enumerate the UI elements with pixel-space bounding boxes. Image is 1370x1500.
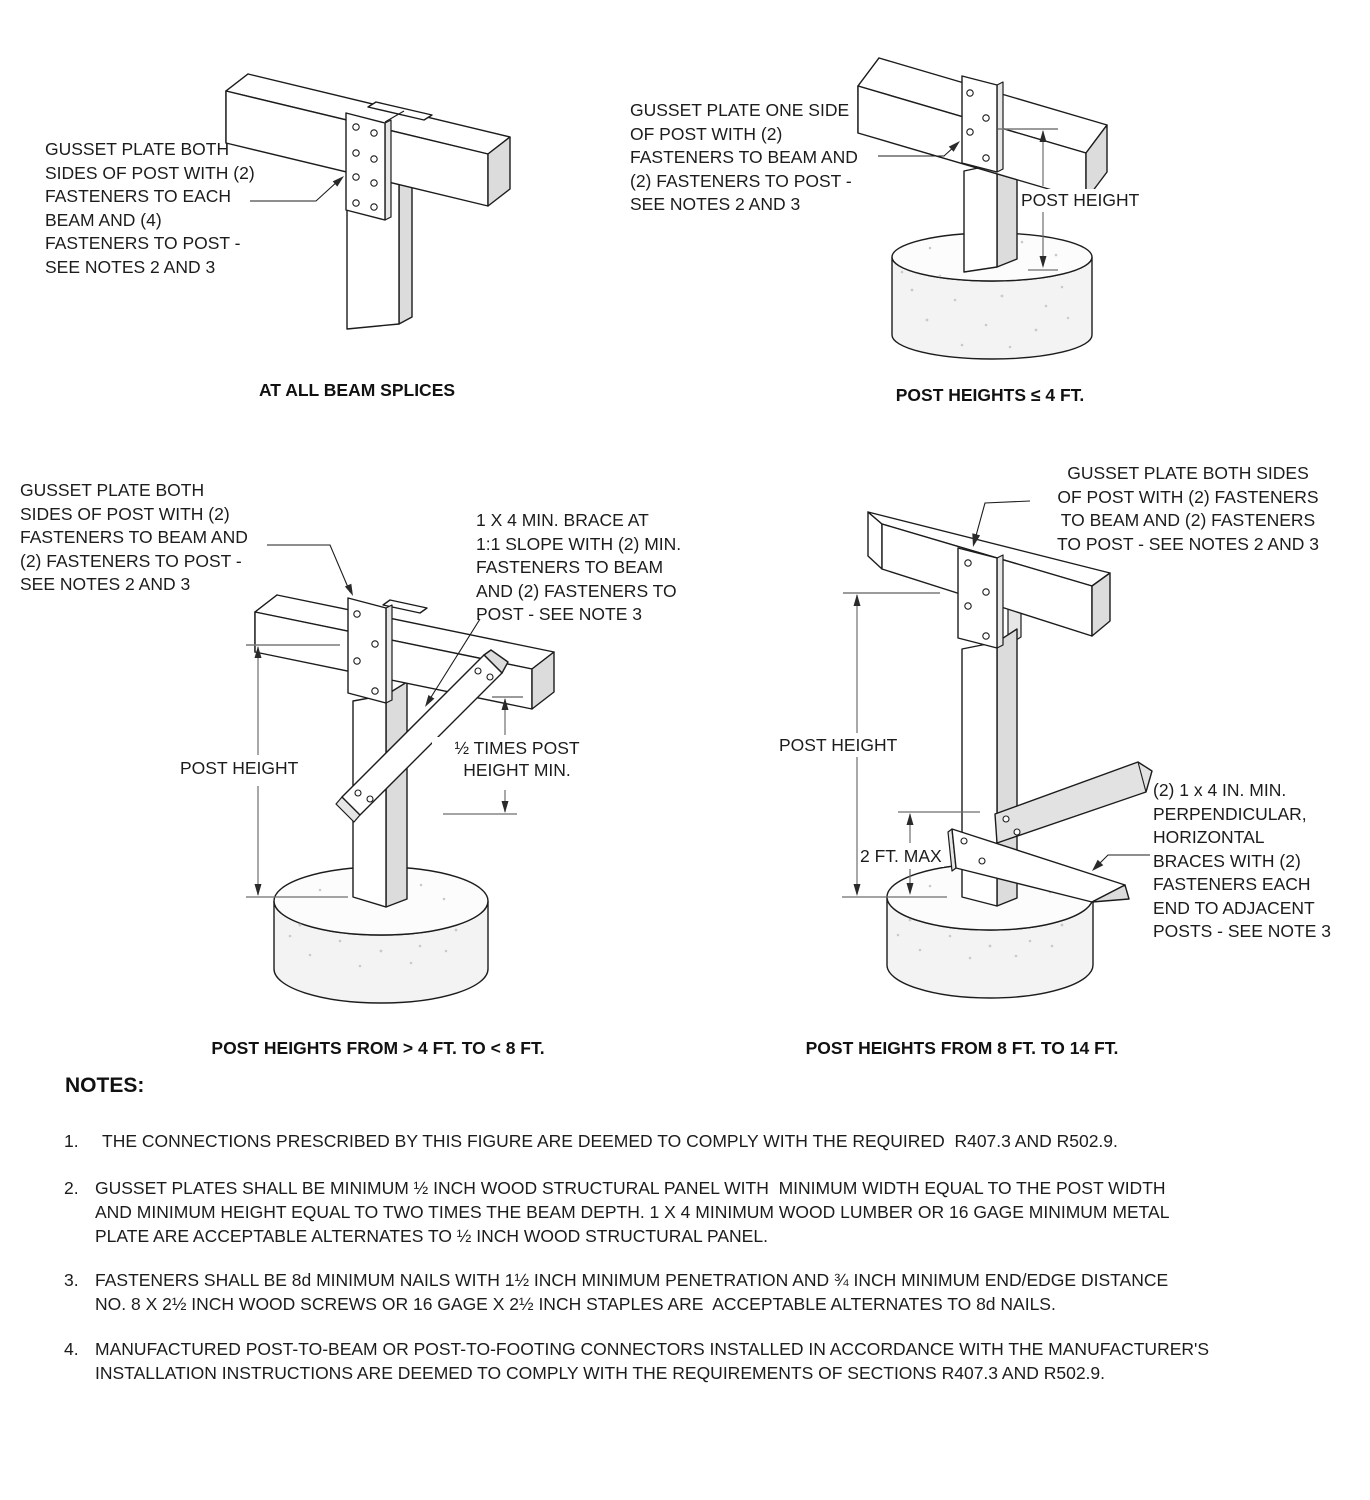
note-3-text: FASTENERS SHALL BE 8d MINIMUM NAILS WITH…	[95, 1270, 1169, 1314]
dim-label-post-height-4-8ft: POST HEIGHT	[178, 757, 301, 779]
drawing-beam-splice	[226, 74, 510, 329]
dim-label-2ft-max: 2 FT. MAX	[858, 845, 944, 867]
note-1-text: THE CONNECTIONS PRESCRIBED BY THIS FIGUR…	[102, 1131, 1118, 1151]
callout-gusset-post-4-8ft: GUSSET PLATE BOTH SIDES OF POST WITH (2)…	[20, 480, 248, 594]
callout-gusset-post-8-14ft: GUSSET PLATE BOTH SIDES OF POST WITH (2)…	[1057, 463, 1319, 554]
beam-splice-seam	[383, 600, 427, 613]
leader-arrow-brace	[425, 619, 480, 707]
callout-gusset-post-4ft: GUSSET PLATE ONE SIDE OF POST WITH (2) F…	[630, 100, 858, 214]
diagonal-brace	[336, 650, 508, 822]
note-2-text: GUSSET PLATES SHALL BE MINIMUM ½ INCH WO…	[95, 1178, 1170, 1246]
leader-arrow-gusset	[250, 176, 344, 201]
dimension-half-post-height	[443, 697, 523, 814]
note-4-text: MANUFACTURED POST-TO-BEAM OR POST-TO-FOO…	[95, 1339, 1210, 1383]
footing-speckles	[288, 877, 458, 968]
leader-arrow-braces	[1092, 855, 1150, 871]
drawing-post-8-to-14ft	[842, 501, 1152, 998]
dim-label-post-height-8-14ft: POST HEIGHT	[777, 734, 900, 756]
gusset-plate	[962, 76, 1003, 172]
gusset-plate	[958, 548, 1003, 648]
dimension-post-height	[998, 129, 1058, 270]
horizontal-brace-rear	[995, 762, 1152, 843]
dimension-post-height	[842, 593, 947, 897]
caption-post-8-14ft: POST HEIGHTS FROM 8 FT. TO 14 FT.	[805, 1038, 1119, 1058]
dim-label-half-post-height: ½ TIMES POST HEIGHT MIN.	[432, 737, 602, 781]
dim-label-post-height-4ft: POST HEIGHT	[1019, 189, 1142, 211]
caption-post-4-8ft: POST HEIGHTS FROM > 4 FT. TO < 8 FT.	[211, 1038, 545, 1058]
beam-splice-seam	[368, 102, 432, 120]
dimension-2ft-max	[898, 812, 980, 895]
note-1-number: 1.	[64, 1131, 79, 1151]
drawing-post-4ft	[858, 58, 1107, 359]
footing-speckles	[900, 240, 1070, 349]
caption-beam-splice: AT ALL BEAM SPLICES	[258, 380, 456, 400]
caption-post-4ft: POST HEIGHTS ≤ 4 FT.	[895, 385, 1085, 405]
gusset-plate	[348, 598, 392, 703]
notes-heading: NOTES:	[65, 1074, 145, 1097]
note-3-number: 3.	[64, 1270, 79, 1290]
callout-gusset-beam-splice: GUSSET PLATE BOTH SIDES OF POST WITH (2)…	[45, 139, 255, 277]
post	[964, 151, 1017, 272]
leader-arrow-gusset	[267, 545, 353, 596]
drawing-post-4-to-8ft	[246, 545, 554, 1003]
horizontal-brace-front	[948, 829, 1129, 902]
gusset-plate	[346, 113, 391, 220]
note-2-number: 2.	[64, 1178, 79, 1198]
leader-arrow-gusset	[972, 501, 1030, 547]
dimension-post-height	[246, 645, 348, 897]
leader-arrow-gusset	[878, 141, 960, 156]
callout-brace-post-4-8ft: 1 X 4 MIN. BRACE AT 1:1 SLOPE WITH (2) M…	[476, 510, 682, 624]
note-4-number: 4.	[64, 1339, 79, 1359]
callout-braces-post-8-14ft: (2) 1 x 4 IN. MIN. PERPENDICULAR, HORIZO…	[1153, 780, 1331, 941]
